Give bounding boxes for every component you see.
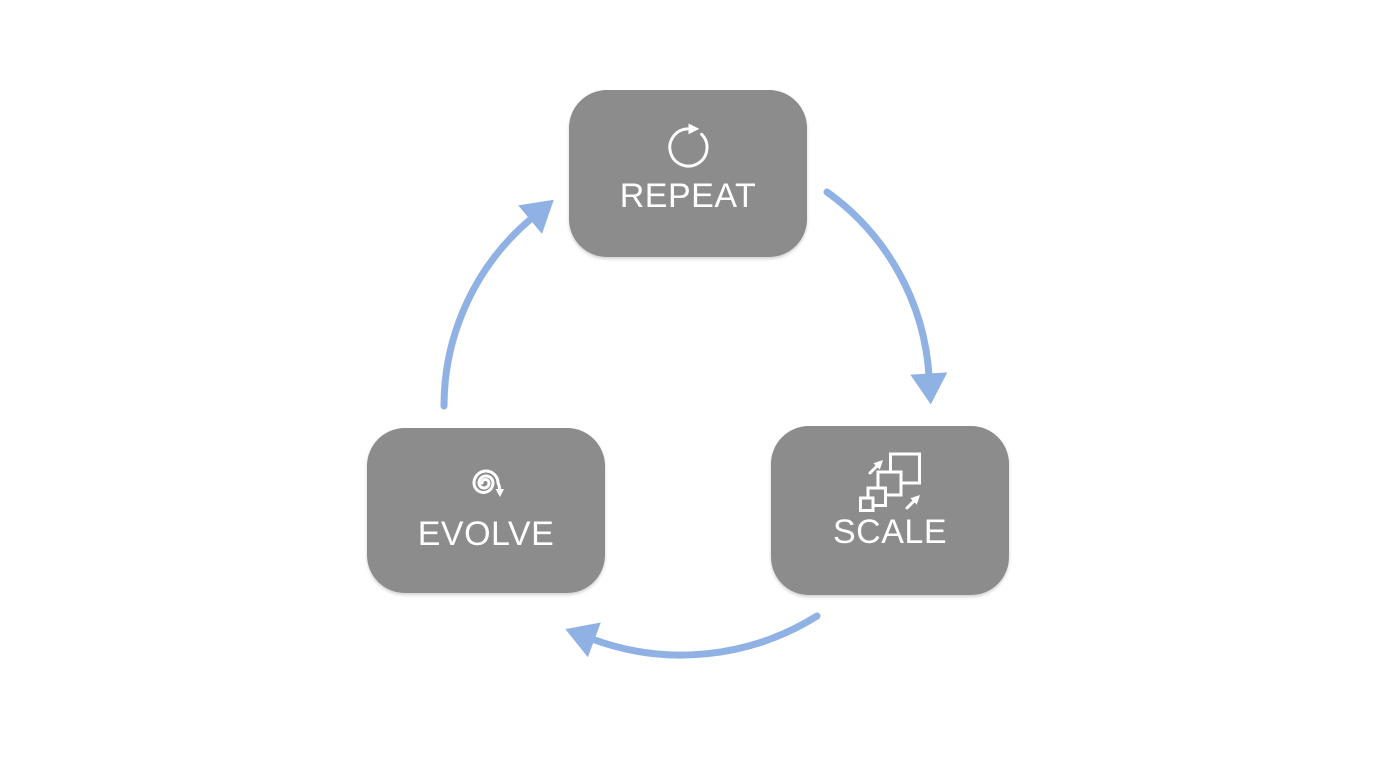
node-label: EVOLVE bbox=[417, 515, 555, 553]
node-repeat: REPEAT bbox=[569, 90, 807, 257]
node-label: REPEAT bbox=[619, 177, 757, 215]
arrow-repeat-to-scale bbox=[823, 188, 948, 405]
scale-icon bbox=[857, 452, 923, 512]
evolve-icon bbox=[459, 454, 513, 512]
node-label: SCALE bbox=[833, 513, 947, 551]
arrow-scale-to-evolve bbox=[565, 612, 821, 659]
node-evolve: EVOLVE bbox=[367, 428, 605, 593]
arrow-evolve-to-repeat bbox=[440, 199, 554, 410]
repeat-icon bbox=[665, 116, 712, 174]
node-scale: SCALE bbox=[771, 426, 1009, 595]
